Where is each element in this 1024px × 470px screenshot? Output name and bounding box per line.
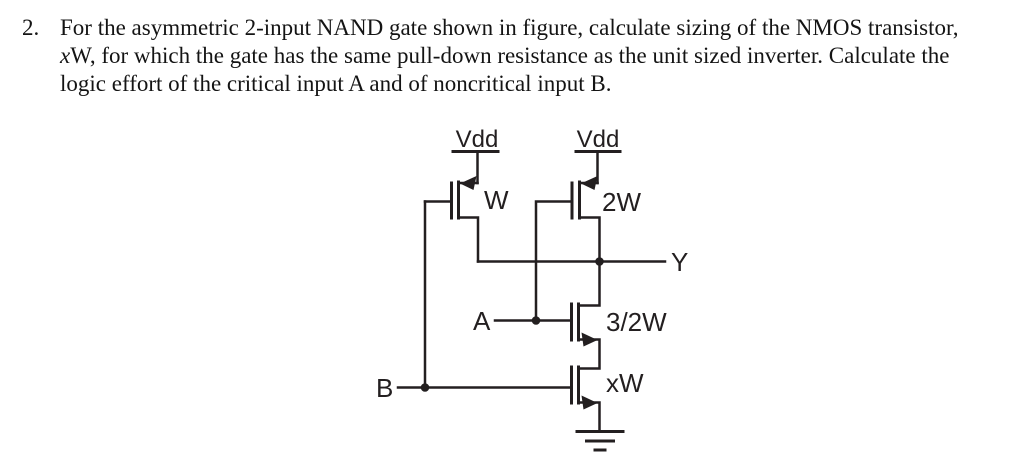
pmos-w-source-arrow-icon xyxy=(460,176,477,190)
junction-dot-output-y xyxy=(595,257,604,266)
label-vdd-right: Vdd xyxy=(577,126,620,153)
label-pmos-w-size: W xyxy=(484,185,509,215)
nmos-xw-source-arrow-icon xyxy=(581,395,598,410)
junction-dot-input-a xyxy=(531,316,541,325)
pmos-2w-gate-wire-to-a xyxy=(534,200,574,322)
problem-line-2-italic: x xyxy=(60,43,71,68)
junction-dot-input-b xyxy=(420,383,430,392)
label-nmos-32w-size: 3/2W xyxy=(606,307,667,337)
label-vdd-left: Vdd xyxy=(456,126,499,153)
problem-text: For the asymmetric 2-input NAND gate sho… xyxy=(60,14,1012,98)
circuit-labels: Vdd Vdd W 2W Y A 3/2W B xW xyxy=(376,126,688,403)
problem-line-2: xW, for which the gate has the same pull… xyxy=(60,42,1012,70)
problem-line-1-text: For the asymmetric 2-input NAND gate sho… xyxy=(60,15,959,40)
label-output-y: Y xyxy=(671,247,688,277)
circuit-solids xyxy=(420,176,604,410)
pmos-2w-source-arrow-icon xyxy=(581,176,598,190)
label-input-a: A xyxy=(473,306,491,336)
problem-line-3: logic effort of the critical input A and… xyxy=(60,70,1012,98)
label-pmos-2w-size: 2W xyxy=(602,187,641,217)
problem-line-3-text: logic effort of the critical input A and… xyxy=(60,71,612,96)
label-input-b: B xyxy=(376,373,393,403)
pmos-w-drain-wire xyxy=(457,216,480,263)
problem-number: 2. xyxy=(22,15,40,40)
problem-line-2-text: W, for which the gate has the same pull-… xyxy=(70,43,950,68)
nmos-32w-source-arrow-icon xyxy=(581,332,598,347)
problem-line-1: For the asymmetric 2-input NAND gate sho… xyxy=(60,14,1012,42)
problem-statement: 2. For the asymmetric 2-input NAND gate … xyxy=(22,14,1012,98)
label-nmos-xw-size: xW xyxy=(606,368,644,398)
